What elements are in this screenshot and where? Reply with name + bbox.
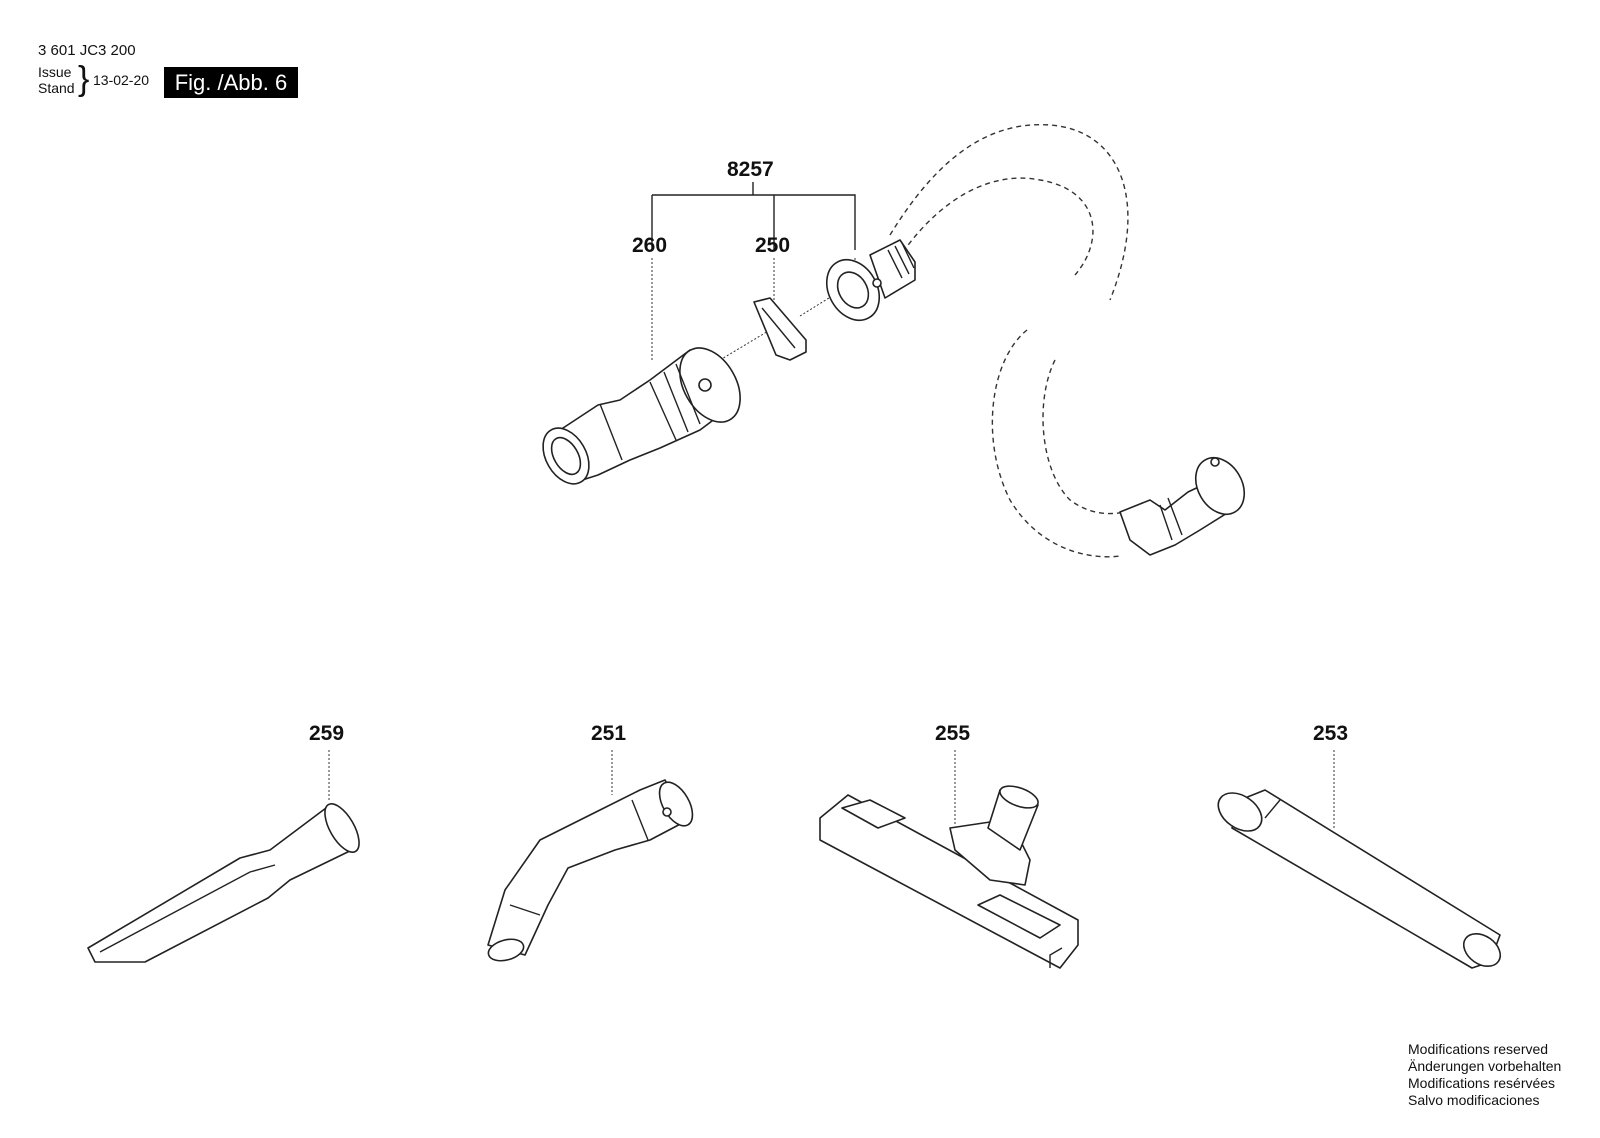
stand-label: Stand — [38, 80, 75, 96]
elbow-251 — [487, 779, 694, 962]
nozzle-adapter-260 — [542, 347, 741, 485]
issue-label: Issue — [38, 64, 72, 80]
footer-line-fr: Modifications resérvées — [1408, 1075, 1556, 1091]
floor-nozzle-255 — [819, 785, 1079, 969]
issue-date: 13-02-20 — [93, 72, 150, 88]
crevice-tool-259 — [87, 803, 360, 963]
clip-250 — [753, 297, 807, 361]
footer-line-de: Änderungen vorbehalten — [1408, 1058, 1562, 1074]
callout-259: 259 — [309, 722, 344, 745]
callout-260: 260 — [632, 234, 667, 257]
callout-251: 251 — [591, 722, 626, 745]
callout-253: 253 — [1313, 722, 1348, 745]
footer-line-es: Salvo modificaciones — [1408, 1092, 1540, 1108]
part-number: 3 601 JC3 200 — [38, 42, 136, 59]
issue-stand-label: Issue Stand — [38, 64, 75, 96]
figure-label: Fig. /Abb. 6 — [164, 67, 298, 98]
callout-250: 250 — [755, 234, 790, 257]
hose-cuff-upper — [825, 239, 916, 321]
hose-outline — [889, 124, 1129, 558]
kit-bracket — [651, 182, 856, 250]
hose-cuff-lower — [1119, 456, 1246, 556]
tube-253 — [1217, 789, 1502, 969]
callout-8257: 8257 — [727, 158, 774, 181]
footer-line-en: Modifications reserved — [1408, 1041, 1549, 1057]
brace-icon: } — [78, 60, 90, 98]
callout-255: 255 — [935, 722, 970, 745]
modifications-notice: Modifications reserved Änderungen vorbeh… — [1408, 1041, 1561, 1109]
